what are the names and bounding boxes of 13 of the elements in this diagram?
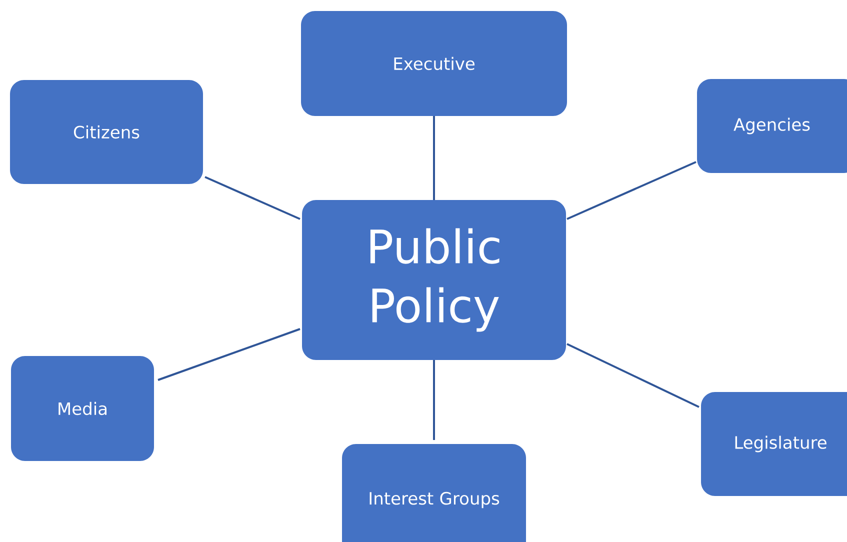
connector-line [204,176,300,220]
topic-box: Interest Groups [342,444,526,542]
central-box: Public Policy [302,200,566,360]
connector-line [433,116,435,200]
topic-box: Media [11,356,154,461]
topic-box: Citizens [10,80,203,184]
connector-line [566,161,696,220]
connector-line [566,343,700,408]
topic-box: Legislature [701,392,847,496]
connector-line [158,328,300,381]
topic-box: Agencies [697,79,847,173]
topic-box: Executive [301,11,567,116]
connector-line [433,360,435,440]
